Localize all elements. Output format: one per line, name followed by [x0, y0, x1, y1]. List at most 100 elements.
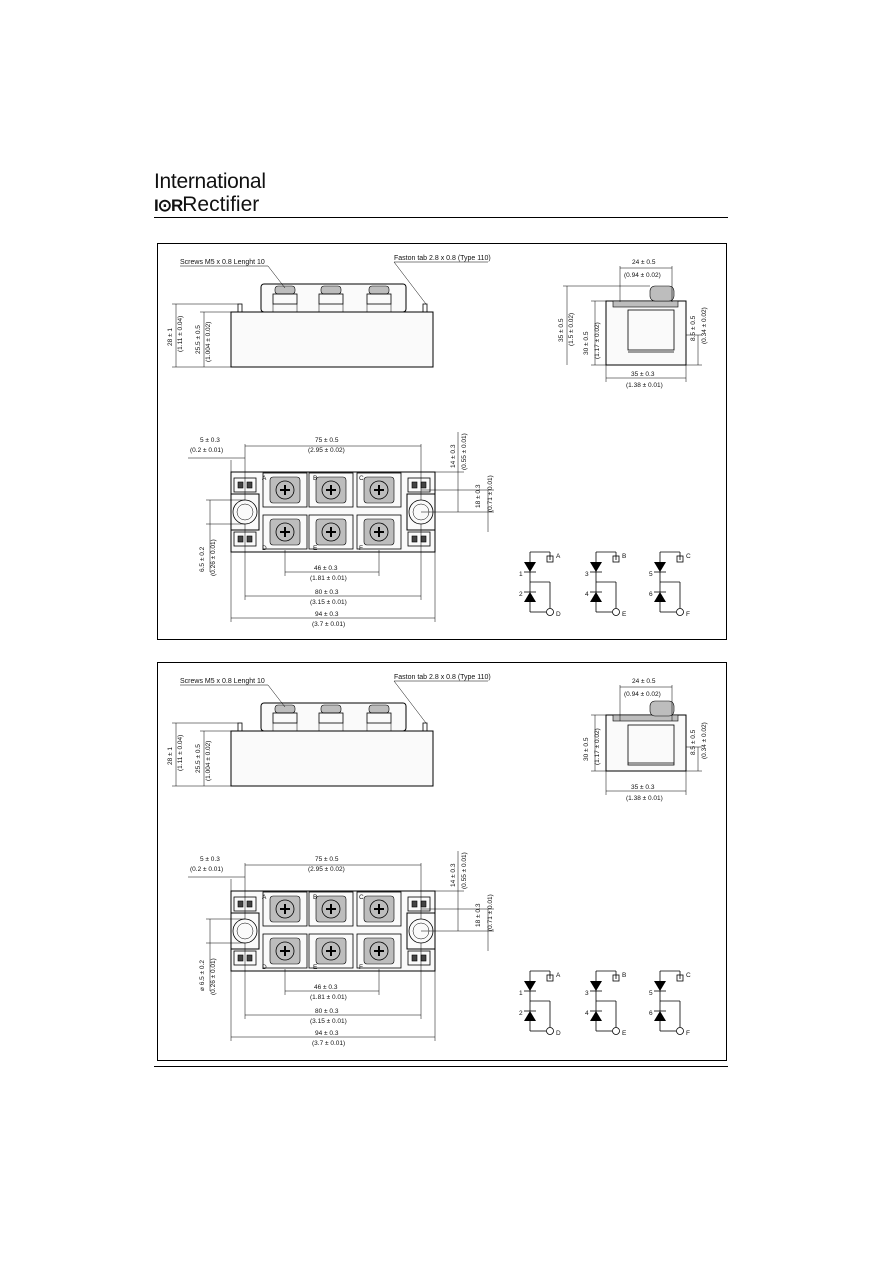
thyristor-diode-lower-3	[654, 592, 666, 602]
screw-collar-1	[272, 293, 298, 305]
terminal-label-lower-3: F	[686, 611, 690, 618]
dim-end-height-1-inch: (1.5 ± 0.02)	[568, 313, 575, 346]
company-name-line1: International	[154, 170, 266, 193]
terminal-label-upper-1: A	[556, 972, 561, 979]
end-inner-core	[627, 309, 675, 351]
dim-right-18-inch: (0.71 ± 0.01)	[487, 475, 494, 512]
terminal-upper-2	[612, 974, 620, 982]
thyristor-diode-lower-1	[524, 592, 536, 602]
pin-label-c: C	[359, 894, 364, 901]
faston-tab-top-4	[407, 531, 431, 547]
footer-rule	[154, 1066, 728, 1067]
gate-label-lower-3: 6	[649, 591, 653, 598]
dim-46-inch: (1.81 ± 0.01)	[310, 994, 347, 1001]
dim-end-base-width: 35 ± 0.3	[631, 784, 655, 791]
terminal-label-lower-3: F	[686, 1030, 690, 1037]
dim-right-14: 14 ± 0.3	[450, 863, 457, 887]
gate-label-lower-2: 4	[585, 1010, 589, 1017]
gate-label-upper-2: 3	[585, 571, 589, 578]
faston-label: Faston tab 2.8 x 0.8 (Type 110)	[394, 255, 491, 262]
terminal-lower-3	[676, 608, 684, 616]
thyristor-diode-upper-3	[654, 981, 666, 991]
thyristor-diode-lower-2	[590, 592, 602, 602]
dim-end-base-width: 35 ± 0.3	[631, 371, 655, 378]
screw-collar-2	[318, 293, 344, 305]
pin-label-e: E	[313, 545, 318, 552]
dim-end-height-2-inch: (1.17 ± 0.02)	[594, 728, 601, 765]
company-logo: International I⊙RRectifier	[154, 170, 266, 217]
gate-label-lower-1: 2	[519, 591, 523, 598]
dim-hole-centers-inch: (2.95 ± 0.02)	[308, 447, 345, 454]
end-inner-core	[627, 724, 675, 766]
dim-80-inch: (3.15 ± 0.01)	[310, 1018, 347, 1025]
terminal-upper-1	[546, 555, 554, 563]
dim-hole-centers: 75 ± 0.5	[315, 437, 339, 444]
company-name-rectifier: Rectifier	[182, 193, 260, 216]
dim-edge-to-hole-inch: (0.2 ± 0.01)	[190, 447, 223, 454]
terminal-lower-1	[546, 608, 554, 616]
gate-label-upper-2: 3	[585, 990, 589, 997]
end-top-plate	[612, 300, 679, 308]
dim-hole-centers: 75 ± 0.5	[315, 856, 339, 863]
dim-height-total: 28 ± 1	[167, 328, 174, 346]
dim-edge-to-hole: 5 ± 0.3	[200, 856, 220, 863]
screw-head-side-1	[274, 285, 296, 295]
terminal-label-lower-1: D	[556, 611, 561, 618]
dim-height-body: 25.5 ± 0.5	[195, 744, 202, 773]
terminal-upper-1	[546, 974, 554, 982]
company-name-line2: I⊙RRectifier	[154, 193, 266, 217]
dim-height-total: 28 ± 1	[167, 747, 174, 765]
dim-hole-diameter: ⌀ 6.5 ± 0.2	[199, 960, 206, 991]
gate-label-lower-3: 6	[649, 1010, 653, 1017]
dim-end-height-3: 8.5 ± 0.5	[690, 315, 697, 341]
thyristor-diode-lower-2	[590, 1011, 602, 1021]
module-body-end	[605, 714, 687, 772]
dim-end-top-width: 24 ± 0.5	[632, 259, 656, 266]
dim-end-height-3-inch: (0.34 ± 0.02)	[701, 307, 708, 344]
terminal-label-upper-2: B	[622, 972, 626, 979]
dim-height-body: 25.5 ± 0.5	[195, 325, 202, 354]
terminal-label-lower-2: E	[622, 1030, 627, 1037]
dim-right-18: 18 ± 0.3	[475, 484, 482, 508]
gate-label-lower-1: 2	[519, 1010, 523, 1017]
pin-label-e: E	[313, 964, 318, 971]
dim-46-inch: (1.81 ± 0.01)	[310, 575, 347, 582]
dim-right-14-inch: (0.55 ± 0.01)	[461, 852, 468, 889]
terminal-upper-3	[676, 974, 684, 982]
dim-end-height-3-inch: (0.34 ± 0.02)	[701, 722, 708, 759]
dim-94: 94 ± 0.3	[315, 611, 339, 618]
dim-94-inch: (3.7 ± 0.01)	[312, 621, 345, 628]
screw-head-end	[649, 700, 675, 717]
dim-end-base-width-inch: (1.38 ± 0.01)	[626, 382, 663, 389]
faston-tab-top-3	[407, 477, 431, 493]
pin-label-c: C	[359, 475, 364, 482]
pin-label-d: D	[262, 545, 267, 552]
faston-tab-top-3	[407, 896, 431, 912]
thyristor-diode-lower-3	[654, 1011, 666, 1021]
dim-height-body-inch: (1.004 ± 0.02)	[205, 322, 212, 362]
pin-label-b: B	[313, 475, 317, 482]
dim-height-total-inch: (1.11 ± 0.04)	[177, 316, 184, 352]
dim-right-18-inch: (0.71 ± 0.01)	[487, 894, 494, 931]
end-top-plate	[612, 714, 679, 722]
terminal-label-lower-2: E	[622, 611, 627, 618]
screw-head-side-2	[320, 285, 342, 295]
dim-end-height-3: 8.5 ± 0.5	[690, 729, 697, 755]
gate-label-upper-3: 5	[649, 990, 653, 997]
module-body-side	[230, 311, 434, 368]
screw-head-side-3	[368, 285, 390, 295]
screws-label: Screws M5 x 0.8 Lenght 10	[180, 678, 265, 685]
pin-label-a: A	[262, 475, 267, 482]
gate-label-upper-1: 1	[519, 571, 523, 578]
pin-label-a: A	[262, 894, 267, 901]
dim-94: 94 ± 0.3	[315, 1030, 339, 1037]
